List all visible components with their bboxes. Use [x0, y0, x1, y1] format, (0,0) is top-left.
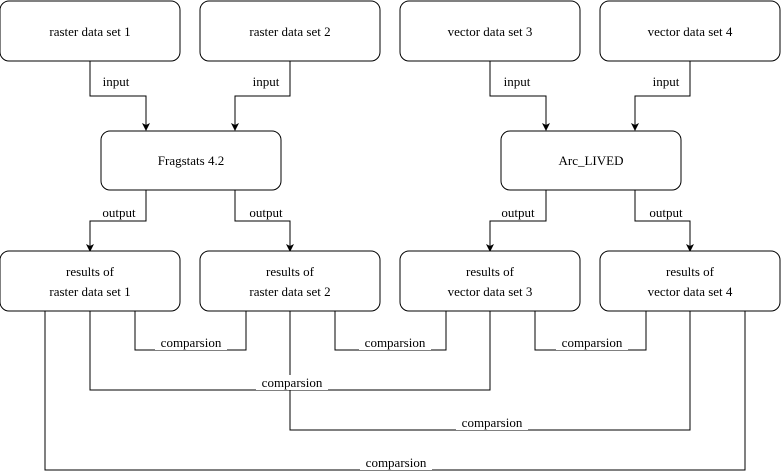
node-arc-lived: Arc_LIVED: [500, 130, 682, 191]
edge-arclived-to-res4: [634, 190, 694, 252]
node-label-line2: vector data set 4: [648, 284, 733, 299]
edge-raster2-to-fragstats: [231, 61, 291, 131]
node-results-raster-2: results of raster data set 2: [199, 250, 381, 312]
input-label: input: [504, 74, 531, 89]
edge-vector4-to-arclived: [631, 61, 691, 131]
node-label: vector data set 4: [648, 24, 733, 39]
node-vector-data-set-4: vector data set 4: [599, 0, 781, 62]
output-label: output: [649, 205, 683, 220]
comparison-label: comparsion: [262, 375, 323, 390]
node-label-line2: vector data set 3: [448, 284, 533, 299]
comparison-label: comparsion: [161, 335, 222, 350]
input-label: input: [653, 74, 680, 89]
node-label-line2: raster data set 2: [249, 284, 330, 299]
input-label: input: [103, 74, 130, 89]
node-label: Arc_LIVED: [559, 153, 624, 168]
node-raster-data-set-1: raster data set 1: [0, 0, 181, 62]
edge-vector3-to-arclived: [489, 61, 550, 131]
node-label: raster data set 2: [249, 24, 330, 39]
node-label: vector data set 3: [448, 24, 533, 39]
node-label-line1: results of: [66, 264, 115, 279]
output-label: output: [249, 205, 283, 220]
input-label: input: [253, 74, 280, 89]
edge-fragstats-to-res1: [86, 190, 147, 252]
edge-arclived-to-res3: [486, 190, 547, 252]
comparison-label: comparsion: [462, 415, 523, 430]
node-results-vector-3: results of vector data set 3: [399, 250, 581, 312]
comparison-label: comparsion: [562, 335, 623, 350]
input-edges: [89, 61, 691, 131]
node-label-line1: results of: [666, 264, 715, 279]
node-fragstats: Fragstats 4.2: [100, 130, 282, 191]
node-label-line1: results of: [466, 264, 515, 279]
node-label: Fragstats 4.2: [158, 153, 224, 168]
output-labels: output output output output: [98, 205, 687, 220]
node-label-line1: results of: [266, 264, 315, 279]
edge-raster1-to-fragstats: [89, 61, 150, 131]
node-results-vector-4: results of vector data set 4: [599, 250, 781, 312]
output-edges: [86, 190, 694, 252]
comparison-label: comparsion: [365, 335, 426, 350]
node-raster-data-set-2: raster data set 2: [199, 0, 381, 62]
node-vector-data-set-3: vector data set 3: [399, 0, 581, 62]
edge-fragstats-to-res2: [234, 190, 294, 252]
comparison-label: comparsion: [366, 455, 427, 470]
comparison-labels: comparsion comparsion comparsion compars…: [155, 335, 628, 470]
node-label: raster data set 1: [49, 24, 130, 39]
node-label-line2: raster data set 1: [49, 284, 130, 299]
output-label: output: [501, 205, 535, 220]
node-results-raster-1: results of raster data set 1: [0, 250, 181, 312]
output-label: output: [102, 205, 136, 220]
input-labels: input input input input: [99, 74, 683, 89]
